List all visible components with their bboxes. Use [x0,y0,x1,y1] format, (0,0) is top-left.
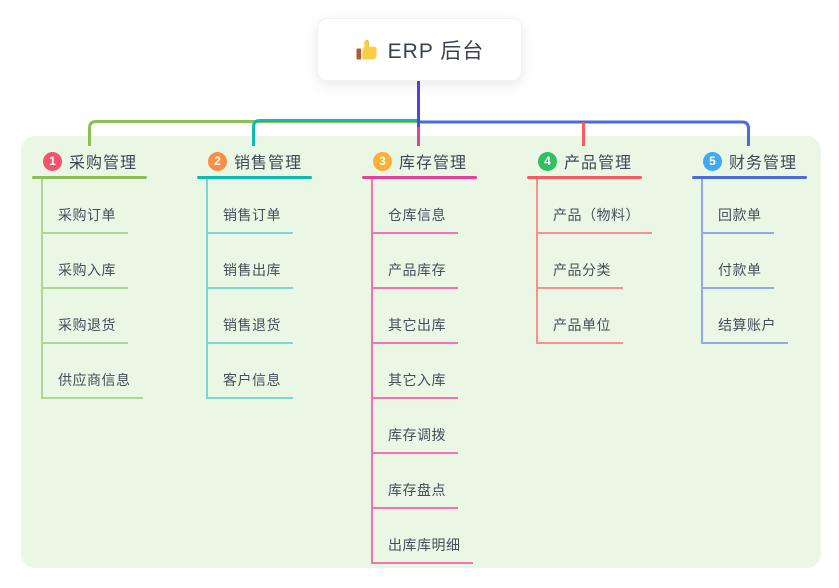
branch-underline [527,176,642,179]
child-item[interactable]: 付款单 [701,234,774,289]
child-item[interactable]: 销售订单 [206,179,293,234]
child-item[interactable]: 库存盘点 [371,454,458,509]
branch-title: 采购管理 [69,155,138,172]
child-item[interactable]: 产品单位 [536,289,623,344]
child-item[interactable]: 采购订单 [41,179,128,234]
child-item[interactable]: 产品（物料） [536,179,652,234]
branch-header[interactable]: 1 采购管理 [32,146,197,176]
branch-children: 仓库信息产品库存其它出库其它入库库存调拨库存盘点出库库明细 [362,179,527,564]
branch-children: 产品（物料）产品分类产品单位 [527,179,692,344]
branch-number-badge: 3 [373,151,392,171]
branch-number-badge: 4 [538,151,557,171]
mindmap-canvas [21,136,821,568]
root-title: ERP 后台 [387,39,485,63]
branch-underline [692,176,807,179]
branch-title: 库存管理 [399,155,468,172]
branch-header[interactable]: 5 财务管理 [692,146,839,176]
branch-number-badge: 2 [208,151,227,171]
branch-underline [32,176,147,179]
child-item[interactable]: 其它入库 [371,344,458,399]
branch-title: 产品管理 [564,155,633,172]
thumbs-up-icon [355,38,379,62]
child-item[interactable]: 库存调拨 [371,399,458,454]
child-item[interactable]: 出库库明细 [371,509,473,564]
child-item[interactable]: 仓库信息 [371,179,458,234]
branch-title: 销售管理 [234,155,303,172]
branch-child-connector [41,179,43,399]
child-item[interactable]: 采购退货 [41,289,128,344]
branch-child-connector [536,179,538,344]
branch-child-connector [206,179,208,399]
branch-header[interactable]: 3 库存管理 [362,146,527,176]
branch-children: 回款单付款单结算账户 [692,179,839,344]
branch-children: 销售订单销售出库销售退货客户信息 [197,179,362,399]
branch-number-badge: 5 [703,151,722,171]
child-item[interactable]: 销售出库 [206,234,293,289]
child-item[interactable]: 产品库存 [371,234,458,289]
branch-column-5: 5 财务管理 回款单付款单结算账户 [692,146,839,344]
branch-header[interactable]: 4 产品管理 [527,146,692,176]
child-item[interactable]: 回款单 [701,179,774,234]
root-node-erp[interactable]: ERP 后台 [317,18,522,81]
branch-header[interactable]: 2 销售管理 [197,146,362,176]
child-item[interactable]: 其它出库 [371,289,458,344]
child-item[interactable]: 供应商信息 [41,344,143,399]
child-item[interactable]: 采购入库 [41,234,128,289]
branch-column-4: 4 产品管理 产品（物料）产品分类产品单位 [527,146,692,344]
branch-column-1: 1 采购管理 采购订单采购入库采购退货供应商信息 [32,146,197,399]
branch-column-2: 2 销售管理 销售订单销售出库销售退货客户信息 [197,146,362,399]
child-item[interactable]: 销售退货 [206,289,293,344]
branch-child-connector [701,179,703,344]
branch-underline [197,176,312,179]
branch-title: 财务管理 [729,155,798,172]
child-item[interactable]: 结算账户 [701,289,788,344]
branch-number-badge: 1 [43,151,62,171]
child-item[interactable]: 客户信息 [206,344,293,399]
branch-children: 采购订单采购入库采购退货供应商信息 [32,179,197,399]
child-item[interactable]: 产品分类 [536,234,623,289]
branch-column-3: 3 库存管理 仓库信息产品库存其它出库其它入库库存调拨库存盘点出库库明细 [362,146,527,564]
branch-child-connector [371,179,373,564]
branch-underline [362,176,477,179]
